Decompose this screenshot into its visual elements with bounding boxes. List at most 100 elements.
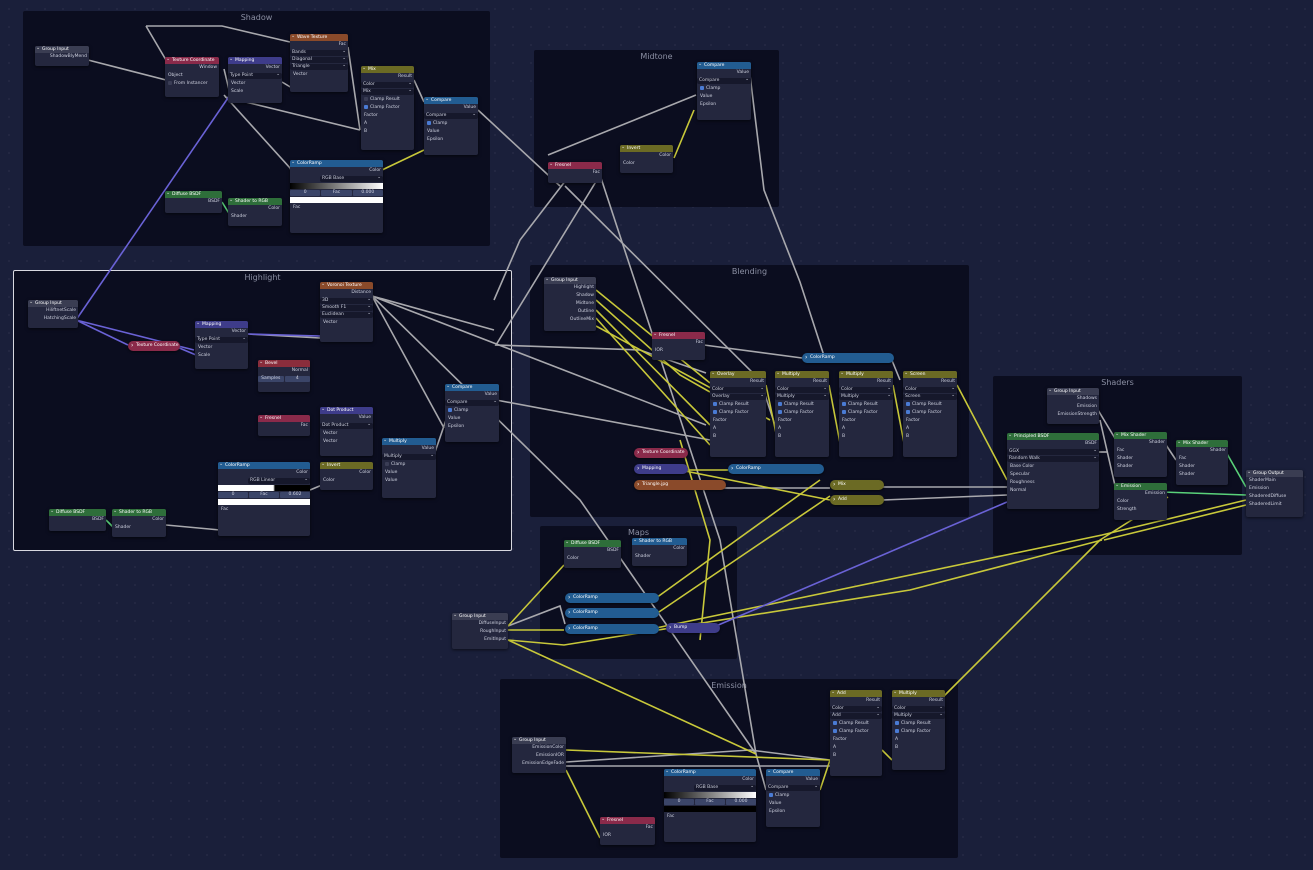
color-mode-dropdown[interactable]: RGB Base	[320, 175, 383, 182]
node-header[interactable]: Shader to RGB	[632, 538, 687, 545]
node-invert[interactable]: Invert Color Color	[620, 145, 673, 173]
blend-mode-dropdown[interactable]: Screen	[903, 393, 957, 400]
data-type-dropdown[interactable]: Color	[361, 81, 414, 88]
clamp-factor-checkbox[interactable]: Clamp Factor	[710, 409, 766, 417]
node-texture-coordinate[interactable]: Texture Coordinate Window Object From In…	[165, 57, 219, 97]
node-diffuse-bsdf[interactable]: Diffuse BSDF BSDF Color	[564, 540, 621, 568]
node-header[interactable]: Compare	[445, 384, 499, 391]
node-header[interactable]: Emission	[1114, 483, 1167, 490]
node-header[interactable]: Fresnel	[548, 162, 602, 169]
node-header[interactable]: ColorRamp	[664, 769, 756, 776]
node-principled-bsdf[interactable]: Principled BSDF BSDF GGX Random Walk Bas…	[1007, 433, 1099, 509]
clamp-checkbox[interactable]: Clamp	[445, 407, 499, 415]
node-header[interactable]: Compare	[697, 62, 751, 69]
node-screen[interactable]: Screen Result Color Screen Clamp Result …	[903, 371, 957, 457]
data-type-dropdown[interactable]: Color	[892, 705, 945, 712]
clamp-checkbox[interactable]: Clamp	[697, 85, 751, 93]
node-header[interactable]: Group Input	[28, 300, 78, 307]
data-type-dropdown[interactable]: Color	[903, 386, 957, 393]
node-texture-coordinate-collapsed[interactable]: Texture Coordinate	[128, 341, 180, 351]
node-header[interactable]: Multiply	[775, 371, 829, 378]
clamp-result-checkbox[interactable]: Clamp Result	[775, 401, 829, 409]
node-shader-to-rgb[interactable]: Shader to RGB Color Shader	[228, 198, 282, 226]
node-mapping[interactable]: Mapping Vector Type Point Vector Scale	[195, 321, 248, 369]
subsurface-method-dropdown[interactable]: Random Walk	[1007, 455, 1099, 462]
node-header[interactable]: Group Output	[1246, 470, 1303, 477]
node-header[interactable]: Fresnel	[652, 332, 705, 339]
node-header[interactable]: Diffuse BSDF	[165, 191, 222, 198]
operation-dropdown[interactable]: Compare	[697, 77, 751, 84]
node-header[interactable]: Voronoi Texture	[320, 282, 373, 289]
node-mix-shader[interactable]: Mix Shader Shader Fac Shader Shader	[1176, 440, 1228, 485]
operation-dropdown[interactable]: Compare	[445, 399, 499, 406]
node-header[interactable]: Dot Product	[320, 407, 373, 414]
blend-mode-dropdown[interactable]: Overlay	[710, 393, 766, 400]
feature-dropdown[interactable]: Smooth F1	[320, 304, 373, 311]
color-ramp-gradient[interactable]	[290, 183, 383, 189]
node-mix-collapsed[interactable]: Mix	[830, 480, 884, 490]
node-multiply[interactable]: Multiply Result Color Multiply Clamp Res…	[775, 371, 829, 457]
color-mode-dropdown[interactable]: RGB Base	[694, 784, 756, 791]
node-shader-to-rgb[interactable]: Shader to RGB Color Shader	[632, 538, 687, 566]
clamp-checkbox[interactable]: Clamp	[424, 120, 478, 128]
node-header[interactable]: Group Input	[452, 613, 508, 620]
node-header[interactable]: Overlay	[710, 371, 766, 378]
operation-dropdown[interactable]: Compare	[424, 112, 478, 119]
node-diffuse-bsdf[interactable]: Diffuse BSDF BSDF	[49, 509, 106, 531]
node-group-input[interactable]: Group Input EmissionColor EmissionIOR Em…	[512, 737, 566, 773]
node-invert[interactable]: Invert Color Color	[320, 462, 373, 490]
node-mix-shader[interactable]: Mix Shader Shader Fac Shader Shader	[1114, 432, 1167, 477]
node-header[interactable]: Mix Shader	[1176, 440, 1228, 447]
profile-dropdown[interactable]: Triangle	[290, 63, 348, 70]
ramp-stop-color[interactable]	[290, 197, 383, 203]
operation-dropdown[interactable]: Dot Product	[320, 422, 373, 429]
node-group-output[interactable]: Group Output ShaderMain Emission Shadere…	[1246, 470, 1303, 517]
node-colorramp-collapsed[interactable]: ColorRamp	[565, 608, 659, 618]
wave-type-dropdown[interactable]: Bands	[290, 49, 348, 56]
node-header[interactable]: Fresnel	[600, 817, 655, 824]
node-multiply[interactable]: Multiply Result Color Multiply Clamp Res…	[892, 690, 945, 770]
node-header[interactable]: Screen	[903, 371, 957, 378]
node-bump-collapsed[interactable]: Bump	[666, 623, 720, 633]
clamp-result-checkbox[interactable]: Clamp Result	[892, 720, 945, 728]
node-group-input[interactable]: Group Input ShadowBlyMend	[35, 46, 89, 66]
node-header[interactable]: Principled BSDF	[1007, 433, 1099, 440]
node-compare[interactable]: Compare Value Compare Clamp Value Epsilo…	[766, 769, 820, 827]
distance-dropdown[interactable]: Euclidean	[320, 311, 373, 318]
blend-mode-dropdown[interactable]: Multiply	[839, 393, 893, 400]
blend-mode-dropdown[interactable]: Multiply	[775, 393, 829, 400]
color-ramp-gradient[interactable]	[664, 792, 756, 798]
node-emission[interactable]: Emission Emission Color Strength	[1114, 483, 1167, 520]
node-header[interactable]: Group Input	[1047, 388, 1099, 395]
node-compare[interactable]: Compare Value Compare Clamp Value Epsilo…	[697, 62, 751, 120]
type-dropdown[interactable]: Type Point	[195, 336, 248, 343]
node-mix[interactable]: Mix Result Color Mix Clamp Result Clamp …	[361, 66, 414, 150]
clamp-factor-checkbox[interactable]: Clamp Factor	[361, 104, 414, 112]
clamp-result-checkbox[interactable]: Clamp Result	[903, 401, 957, 409]
operation-dropdown[interactable]: Compare	[766, 784, 820, 791]
node-header[interactable]: Multiply	[382, 438, 436, 445]
node-voronoi-texture[interactable]: Voronoi Texture Distance 3D Smooth F1 Eu…	[320, 282, 373, 342]
node-header[interactable]: Compare	[766, 769, 820, 776]
node-header[interactable]: Shader to RGB	[112, 509, 166, 516]
color-mode-dropdown[interactable]: RGB Linear	[248, 477, 310, 484]
direction-dropdown[interactable]: Diagonal	[290, 56, 348, 63]
node-header[interactable]: ColorRamp	[290, 160, 383, 167]
clamp-factor-checkbox[interactable]: Clamp Factor	[903, 409, 957, 417]
clamp-checkbox[interactable]: Clamp	[766, 792, 820, 800]
node-group-input[interactable]: Group Input DiffuseInput RoughInput Emit…	[452, 613, 508, 649]
data-type-dropdown[interactable]: Color	[839, 386, 893, 393]
node-fresnel[interactable]: Fresnel Fac	[548, 162, 602, 183]
node-header[interactable]: Shader to RGB	[228, 198, 282, 205]
node-image-texture-collapsed[interactable]: Triangle.jpg	[634, 480, 726, 490]
from-instancer-checkbox[interactable]: From Instancer	[165, 80, 219, 88]
node-group-input[interactable]: Group Input HiliftnetScale HatchingScale	[28, 300, 78, 328]
node-dot-product[interactable]: Dot Product Value Dot Product Vector Vec…	[320, 407, 373, 456]
node-overlay[interactable]: Overlay Result Color Overlay Clamp Resul…	[710, 371, 766, 457]
node-compare[interactable]: Compare Value Compare Clamp Value Epsilo…	[445, 384, 499, 442]
